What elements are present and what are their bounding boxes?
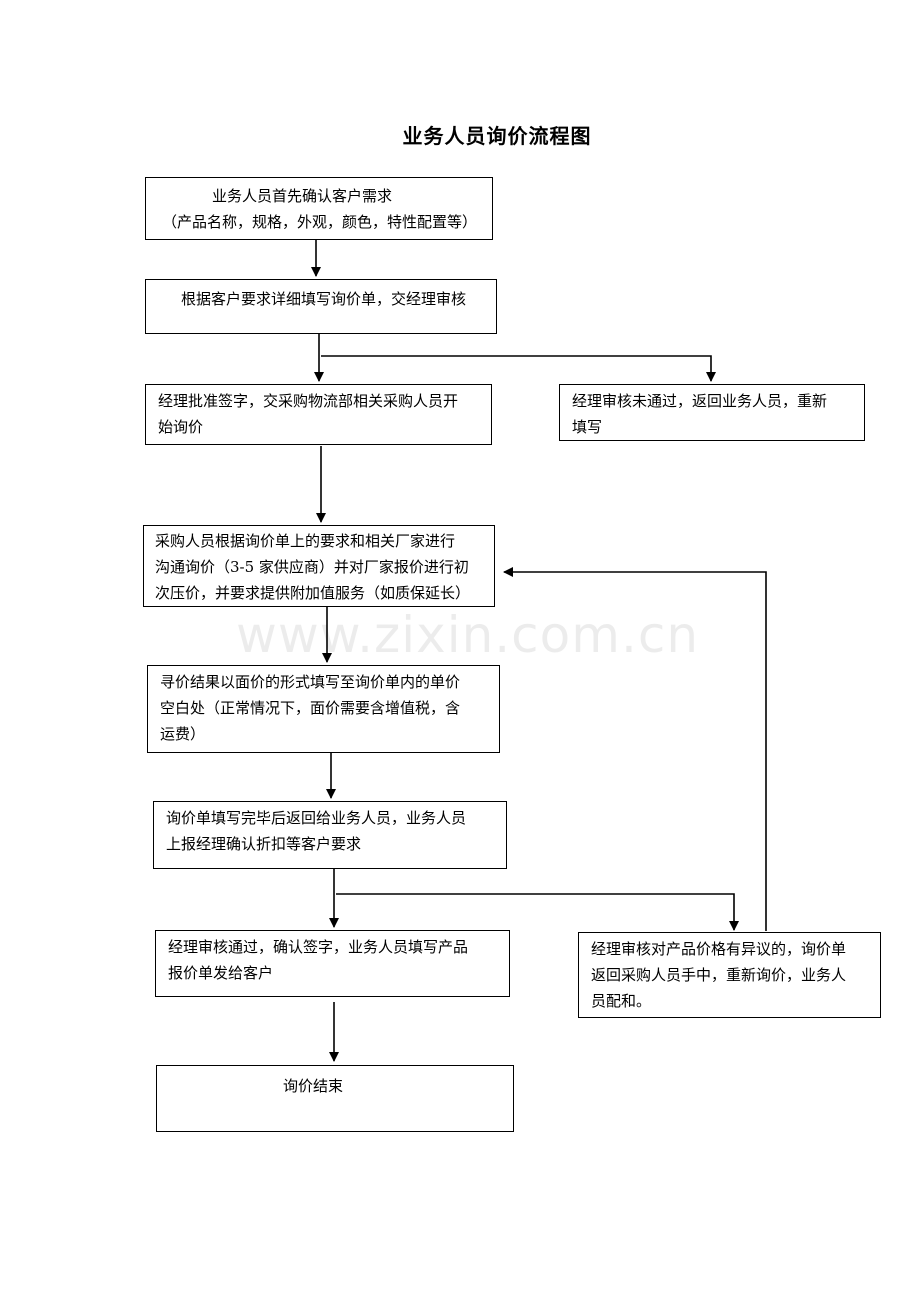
step-procurement-inquiry: 采购人员根据询价单上的要求和相关厂家进行 沟通询价（3-5 家供应商）并对厂家报… [143,525,495,607]
step-return-to-sales: 询价单填写完毕后返回给业务人员，业务人员 上报经理确认折扣等客户要求 [153,801,507,869]
box-line: 空白处（正常情况下，面价需要含增值税，含 [160,699,461,717]
arrow-return-to-dispute [336,893,739,931]
step-inquiry-end: 询价结束 [156,1065,514,1132]
arrow-dispute-loop-to-inquiry [503,567,767,931]
box-line: 业务人员首先确认客户需求 [212,187,393,205]
box-line: 经理审核对产品价格有异议的，询价单 [591,940,847,958]
page-title: 业务人员询价流程图 [402,124,592,148]
box-line: 经理批准签字，交采购物流部相关采购人员开 [158,392,459,410]
box-line: 次压价，并要求提供附加值服务（如质保延长） [155,584,471,602]
box-line: （产品名称，规格，外观，颜色，特性配置等） [162,213,478,231]
step-confirm-customer-needs: 业务人员首先确认客户需求 （产品名称，规格，外观，颜色，特性配置等） [145,177,493,240]
step-fill-inquiry-form: 根据客户要求详细填写询价单，交经理审核 [145,279,497,334]
box-line: 经理审核通过，确认签字，业务人员填写产品 [168,938,469,956]
box-line: 沟通询价（3-5 家供应商）并对厂家报价进行初 [155,558,469,576]
box-line: 员配和。 [591,992,652,1010]
box-line: 上报经理确认折扣等客户要求 [166,835,362,853]
box-line: 运费） [160,725,206,743]
step-manager-rejects: 经理审核未通过，返回业务人员，重新 填写 [559,384,865,441]
box-line: 采购人员根据询价单上的要求和相关厂家进行 [155,532,456,550]
step-price-dispute: 经理审核对产品价格有异议的，询价单 返回采购人员手中，重新询价，业务人 员配和。 [578,932,881,1018]
arrow-fill-to-reject [321,355,716,382]
box-line: 经理审核未通过，返回业务人员，重新 [572,392,828,410]
step-approve-send-quote: 经理审核通过，确认签字，业务人员填写产品 报价单发给客户 [155,930,510,997]
watermark: www.zixin.com.cn [236,606,700,664]
box-line: 询价结束 [283,1077,344,1095]
box-line: 始询价 [158,418,204,436]
step-fill-prices: 寻价结果以面价的形式填写至询价单内的单价 空白处（正常情况下，面价需要含增值税，… [147,665,500,753]
box-line: 填写 [572,418,603,436]
box-line: 报价单发给客户 [168,964,274,982]
box-line: 寻价结果以面价的形式填写至询价单内的单价 [160,673,461,691]
box-line: 询价单填写完毕后返回给业务人员，业务人员 [166,809,467,827]
box-line: 根据客户要求详细填写询价单，交经理审核 [181,290,467,308]
box-line: 返回采购人员手中，重新询价，业务人 [591,966,847,984]
step-manager-approves: 经理批准签字，交采购物流部相关采购人员开 始询价 [145,384,492,445]
